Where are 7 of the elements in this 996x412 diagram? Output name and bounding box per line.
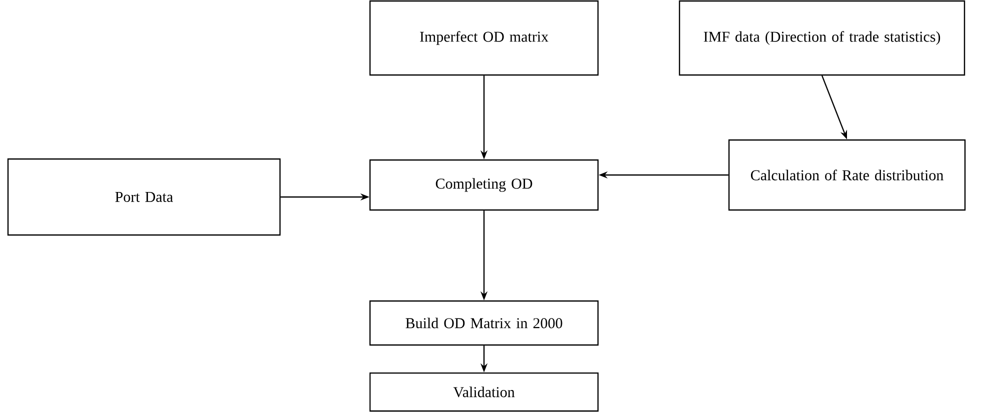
process-box: Validation (369, 372, 599, 412)
process-box: Completing OD (369, 159, 599, 211)
process-box: Build OD Matrix in 2000 (369, 300, 599, 346)
process-box: Imperfect OD matrix (369, 0, 599, 76)
process-box: Calculation of Rate distribution (728, 139, 966, 211)
process-box: Port Data (7, 158, 281, 236)
process-box: IMF data (Direction of trade statistics) (678, 0, 966, 76)
